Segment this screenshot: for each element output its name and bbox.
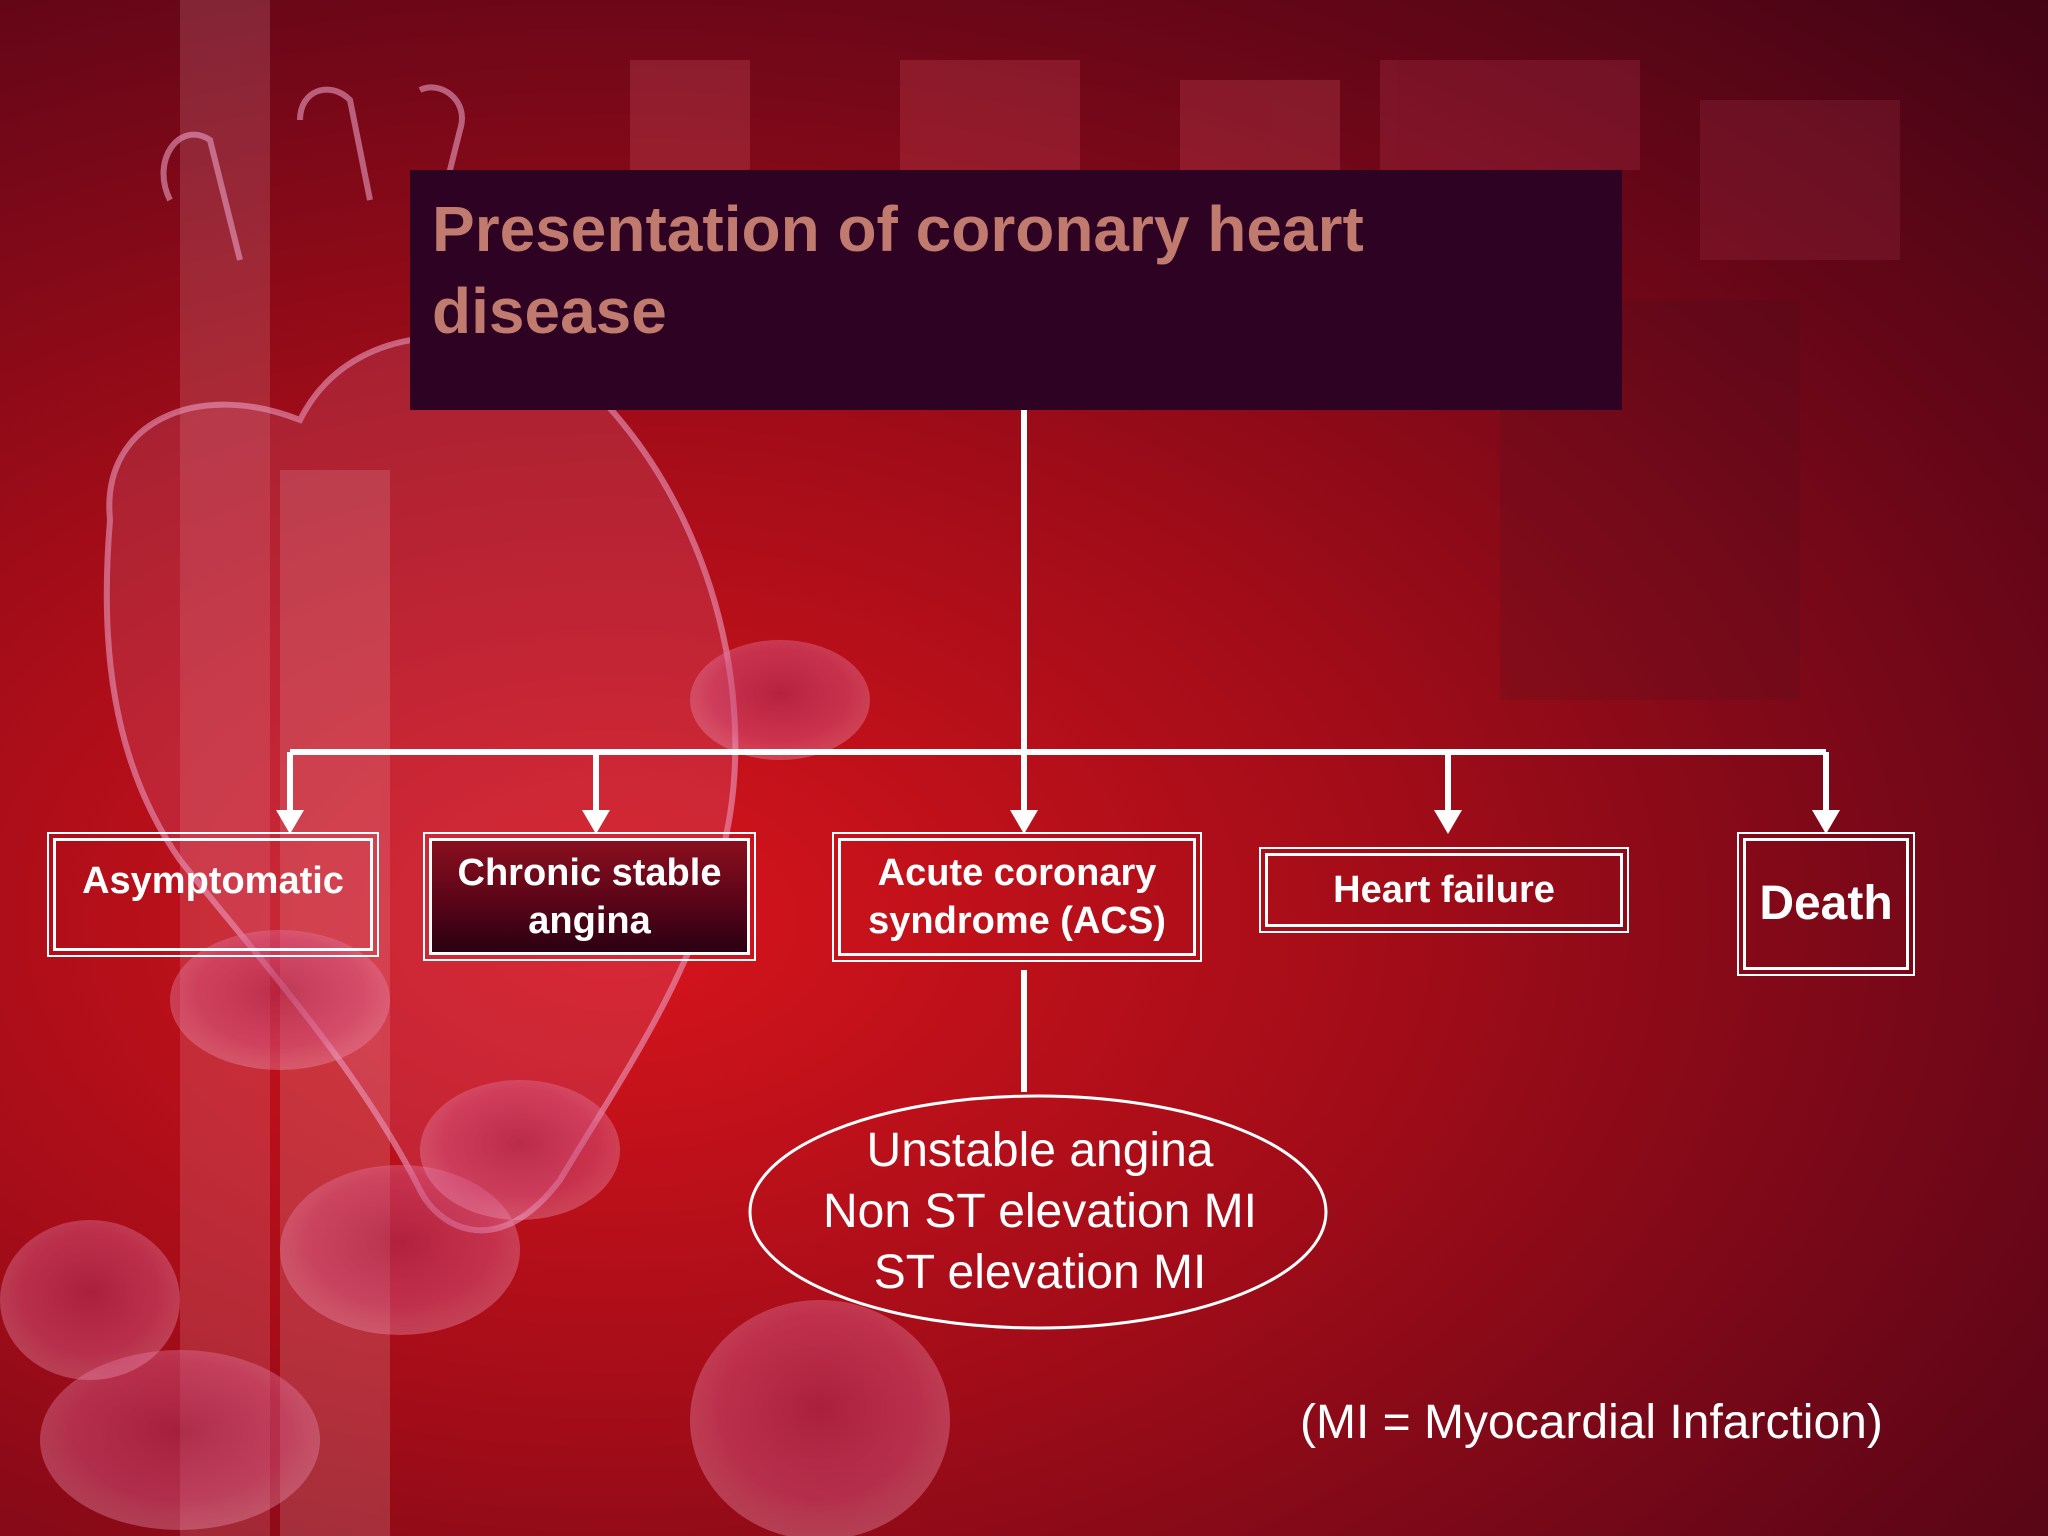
- node-asymptomatic-label: Asymptomatic: [82, 860, 344, 902]
- acs-subtype-item: ST elevation MI: [873, 1246, 1207, 1299]
- node-asymptomatic: Asymptomatic: [47, 832, 379, 957]
- acs-subtype-item: Non ST elevation MI: [823, 1185, 1257, 1238]
- node-acs-label: Acute coronary syndrome (ACS): [868, 852, 1166, 942]
- footnote: (MI = Myocardial Infarction): [1300, 1396, 1883, 1449]
- node-heart-failure-label: Heart failure: [1333, 869, 1555, 911]
- arrow-heart-failure: [1434, 810, 1462, 834]
- arrow-death: [1812, 810, 1840, 834]
- node-heart-failure: Heart failure: [1259, 847, 1629, 933]
- pixel-mosaic: [180, 0, 1900, 1536]
- blood-cells: [0, 640, 950, 1536]
- arrow-chronic-stable-angina: [582, 810, 610, 834]
- page-title: Presentation of coronary heart disease: [432, 193, 1364, 347]
- acs-subtypes-list: Unstable angina Non ST elevation MI ST e…: [760, 1120, 1320, 1303]
- acs-subtypes-oval: [748, 1094, 1328, 1330]
- connector-lines: [287, 410, 1829, 1092]
- node-chronic-stable-angina-label: Chronic stable angina: [457, 851, 722, 942]
- title-box: Presentation of coronary heart disease: [410, 170, 1622, 410]
- arrow-asymptomatic: [276, 810, 304, 834]
- node-death-label: Death: [1759, 877, 1893, 930]
- arrowheads: [276, 810, 1840, 834]
- node-acs: Acute coronary syndrome (ACS): [832, 832, 1202, 962]
- heart-shape: [103, 84, 739, 1234]
- arrow-acs: [1010, 810, 1038, 834]
- node-chronic-stable-angina: Chronic stable angina: [423, 832, 756, 961]
- acs-subtype-item: Unstable angina: [866, 1124, 1214, 1177]
- node-death: Death: [1737, 832, 1915, 976]
